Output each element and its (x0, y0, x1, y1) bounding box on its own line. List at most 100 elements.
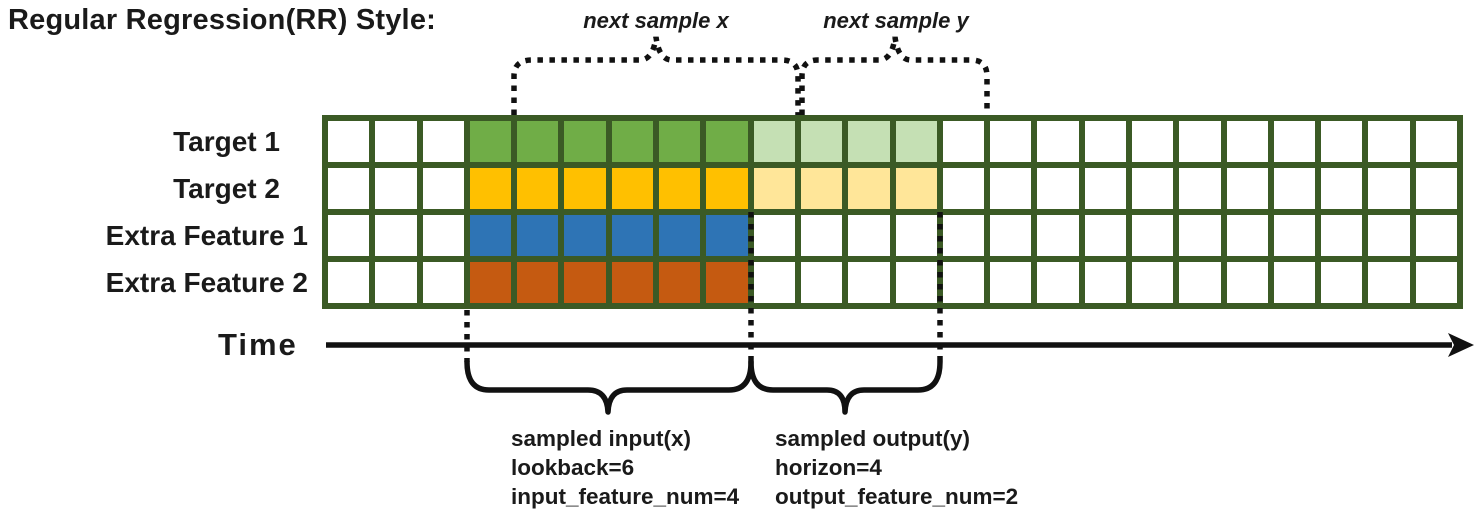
grid-cell (706, 215, 748, 256)
grid-cell (942, 168, 985, 209)
row-label-target-1: Target 1 (173, 125, 280, 157)
grid-cell (942, 121, 985, 162)
sampled-output-brace (748, 359, 943, 415)
grid-cell (1179, 262, 1221, 303)
grid-cell (611, 262, 654, 303)
grid-cell (1179, 168, 1221, 209)
grid-cell (990, 262, 1032, 303)
row-label-extra-feature-2: Extra Feature 2 (105, 266, 308, 298)
grid-cell (328, 121, 370, 162)
grid-cell (659, 121, 701, 162)
grid-cell (706, 262, 748, 303)
grid-cell (753, 215, 795, 256)
page-title: Regular Regression(RR) Style: (8, 4, 436, 36)
grid-cell (1321, 168, 1363, 209)
grid-cell (1368, 121, 1410, 162)
grid-cell (990, 168, 1032, 209)
grid-cell (1415, 215, 1457, 256)
grid-cell (328, 262, 370, 303)
grid-cell (800, 121, 843, 162)
grid-cell (800, 262, 843, 303)
grid-cell (895, 121, 937, 162)
grid-cell (800, 215, 843, 256)
grid-cell (1179, 215, 1221, 256)
grid-cell (1131, 168, 1174, 209)
grid-cell (422, 262, 464, 303)
grid-cell (328, 215, 370, 256)
grid-cell (564, 168, 606, 209)
grid-cell (659, 262, 701, 303)
time-axis-arrow-head (1448, 333, 1474, 357)
grid-cell (990, 215, 1032, 256)
grid-cell (564, 215, 606, 256)
grid-cell (1226, 215, 1268, 256)
grid-cell (1037, 262, 1079, 303)
next-sample-y-label: next sample y (823, 8, 969, 33)
grid-cell (1415, 168, 1457, 209)
grid-cell (422, 168, 464, 209)
grid-cell (517, 215, 559, 256)
sampled-input-annotation: sampled input(x) lookback=6 input_featur… (511, 424, 739, 511)
grid-cell (1368, 215, 1410, 256)
grid-cell (375, 168, 417, 209)
grid-cell (1084, 215, 1126, 256)
grid-cell (1226, 168, 1268, 209)
lookback-value: lookback=6 (511, 455, 635, 480)
grid-cell (753, 121, 795, 162)
grid-cell (1415, 262, 1457, 303)
grid-cell (1273, 121, 1316, 162)
grid-cell (848, 168, 890, 209)
grid-cell (1368, 168, 1410, 209)
grid-cell (1037, 121, 1079, 162)
next-sample-y-brace (799, 36, 990, 115)
grid-cell (328, 168, 370, 209)
grid-cell (1273, 168, 1316, 209)
grid-cell (942, 215, 985, 256)
sampled-output-annotation: sampled output(y) horizon=4 output_featu… (775, 424, 1018, 511)
grid-cell (422, 121, 464, 162)
grid-cell (1131, 262, 1174, 303)
input-feature-num-value: input_feature_num=4 (511, 484, 740, 509)
output-feature-num-value: output_feature_num=2 (775, 484, 1019, 509)
grid-cell (375, 215, 417, 256)
grid-cell (1084, 168, 1126, 209)
grid-cell (753, 168, 795, 209)
next-sample-x-label: next sample x (583, 8, 729, 33)
grid-cell (375, 121, 417, 162)
row-label-target-2: Target 2 (173, 172, 280, 204)
grid-cell (895, 215, 937, 256)
grid-cell (469, 262, 512, 303)
grid-cell (469, 121, 512, 162)
grid-cell (848, 121, 890, 162)
sampled-output-title: sampled output(y) (775, 426, 970, 451)
grid-cell (753, 262, 795, 303)
grid-cell (800, 168, 843, 209)
grid-cell (469, 168, 512, 209)
grid-cell (469, 215, 512, 256)
grid-cell (895, 262, 937, 303)
grid-cell (611, 215, 654, 256)
grid-cell (611, 121, 654, 162)
grid-cell (659, 215, 701, 256)
sampled-input-brace (464, 359, 754, 415)
grid-cell (564, 262, 606, 303)
grid-cell (1321, 262, 1363, 303)
grid-cell (1179, 121, 1221, 162)
grid-cell (1131, 215, 1174, 256)
grid-cell (1084, 262, 1126, 303)
grid-cell (1037, 168, 1079, 209)
grid-cell (848, 262, 890, 303)
grid-cell (422, 215, 464, 256)
grid-cell (942, 262, 985, 303)
grid-cell (1321, 121, 1363, 162)
grid-cell (848, 215, 890, 256)
grid-cell (1226, 262, 1268, 303)
grid-cell (517, 121, 559, 162)
grid-cell (659, 168, 701, 209)
grid-cell (375, 262, 417, 303)
grid-cell (706, 168, 748, 209)
grid-cell (895, 168, 937, 209)
row-label-column: Target 1 Target 2 Extra Feature 1 Extra … (0, 115, 308, 309)
grid-cell (1273, 262, 1316, 303)
